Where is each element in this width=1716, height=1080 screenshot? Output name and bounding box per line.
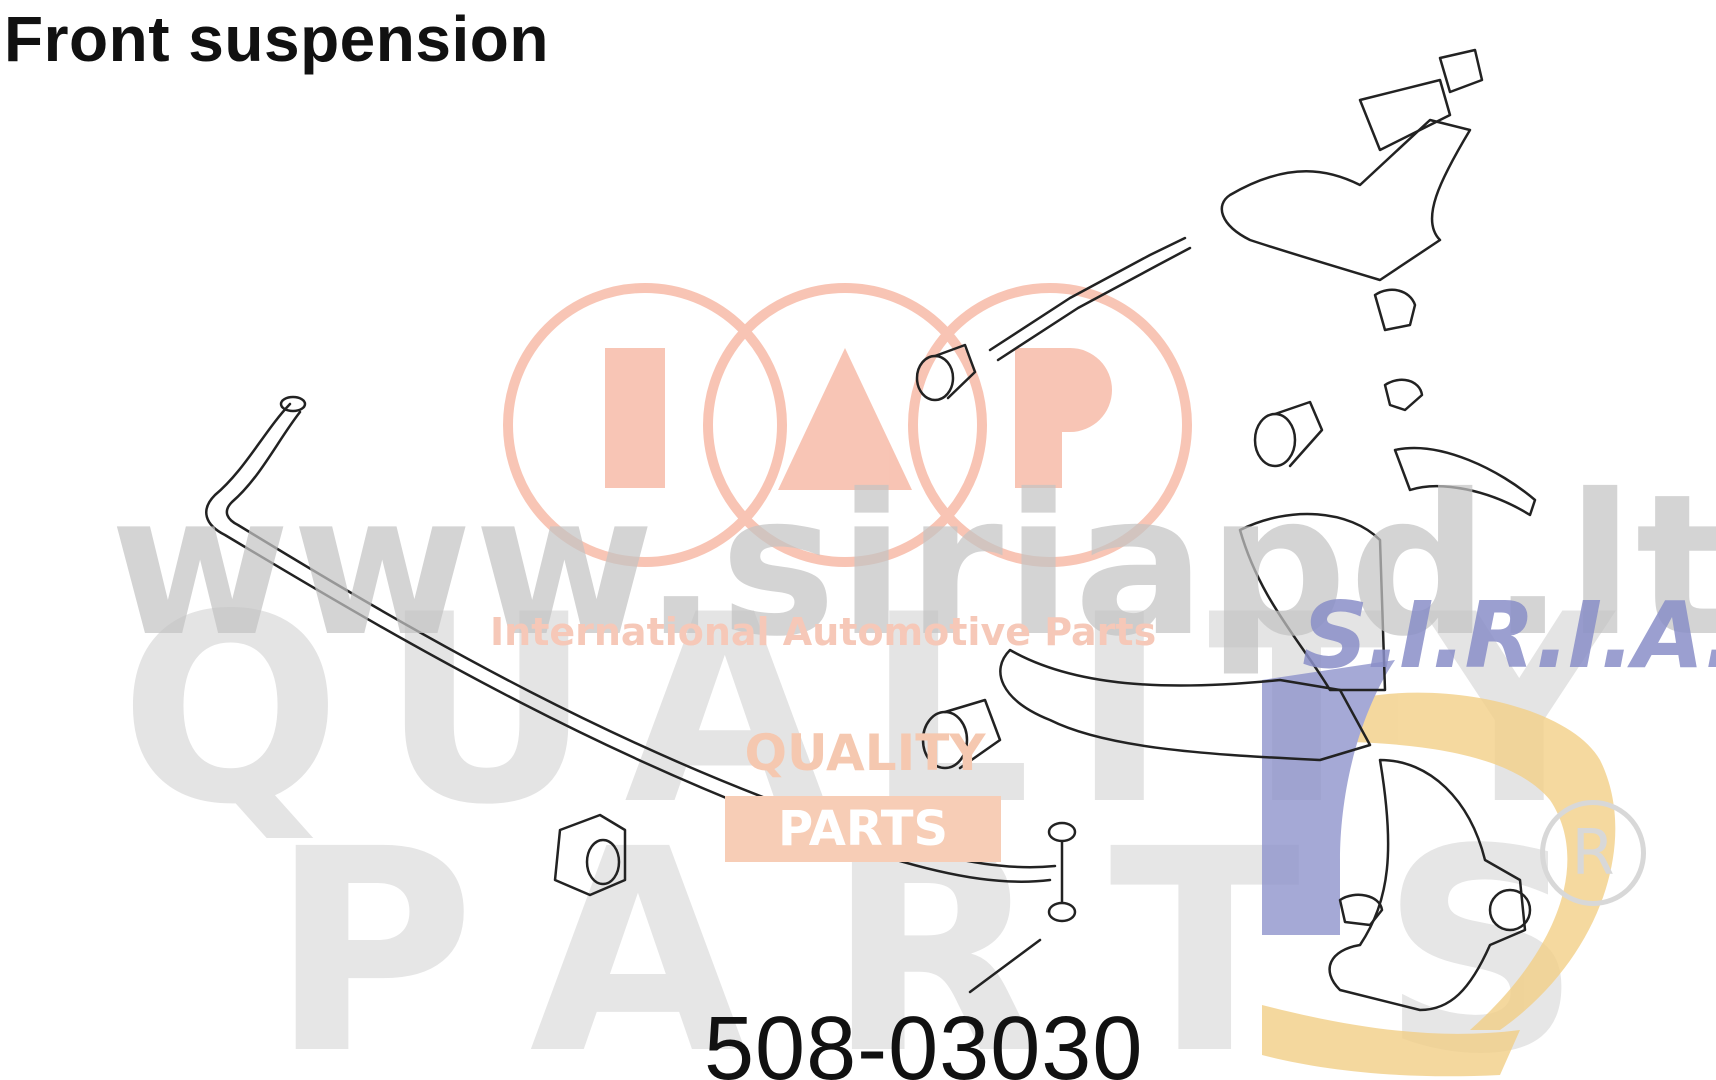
siria-brand-text: S.I.R.I.A.: [1302, 582, 1716, 689]
tension-strut: [988, 236, 1187, 352]
watermark-tagline: International Automotive Parts: [490, 610, 1157, 654]
upper-arm-front-bushing-body: [933, 343, 977, 400]
siria-blue-block: [1262, 660, 1395, 935]
lower-control-arm: [999, 648, 1372, 762]
iap-ring-left: [503, 283, 787, 567]
part-leader-line: [968, 938, 1042, 994]
badge-quality-text: QUALITY: [744, 724, 986, 782]
watermark-url: www.siriapd.lt: [110, 452, 1716, 679]
iap-letter-i-shape: [605, 348, 665, 488]
quality-parts-badge: QUALITY PARTS: [725, 724, 1005, 864]
stabilizer-bar-end: [279, 395, 307, 413]
stabilizer-bar: [205, 402, 1052, 883]
stabilizer-bushing-hole: [585, 838, 621, 886]
stabilizer-bushing: [553, 813, 627, 897]
lower-arm-front-bushing-body: [943, 698, 1002, 770]
iap-ring-right: [908, 283, 1192, 567]
upper-arm-rear: [1358, 78, 1452, 152]
part-number-label: 508-03030: [704, 999, 1144, 1080]
knuckle-hub: [1488, 888, 1532, 932]
lower-arm-rear: [1238, 512, 1387, 692]
upper-arm-bushing-top: [1438, 48, 1484, 94]
iap-ring-middle: [703, 283, 987, 567]
upper-ball-joint-boot: [1383, 378, 1424, 412]
upper-arm-front-bushing: [915, 354, 955, 402]
iap-letter-p-shape: [1015, 348, 1112, 488]
page-title: Front suspension: [4, 3, 549, 75]
lower-ball-joint: [1338, 893, 1384, 927]
upper-link: [1393, 446, 1537, 517]
siria-gold-lower: [1262, 1005, 1520, 1077]
tension-strut-outline: [996, 246, 1192, 362]
lower-arm-rear-bushing-body: [1273, 400, 1324, 468]
link-bushing-bottom: [1047, 901, 1077, 923]
badge-parts-text: PARTS: [725, 796, 1001, 862]
iap-letter-a-shape: [778, 348, 912, 490]
upper-control-arm: [1220, 118, 1472, 282]
steering-knuckle: [1328, 758, 1527, 1012]
iap-letters: [605, 348, 1112, 490]
siria-gold-swoosh: [1265, 692, 1616, 1030]
siria-logo-mark: [1262, 660, 1616, 1077]
registered-icon: R: [1540, 800, 1646, 906]
upper-ball-joint: [1373, 288, 1417, 332]
link-bushing-top: [1047, 821, 1077, 843]
iap-logo: [503, 283, 1192, 567]
